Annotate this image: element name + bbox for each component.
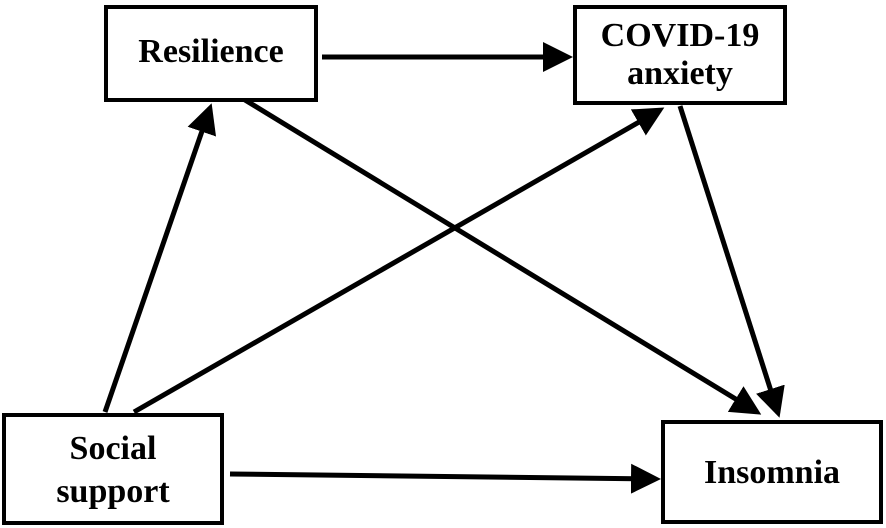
edge-resilience-to-insomnia <box>243 97 762 415</box>
edge-social-support-to-covid-anxiety <box>132 107 665 415</box>
node-social-support-label-line1: Social <box>70 430 157 467</box>
edge-social-support-to-insomnia <box>229 463 661 494</box>
node-insomnia: Insomnia <box>661 420 883 524</box>
node-resilience-label: Resilience <box>138 33 283 70</box>
node-insomnia-label: Insomnia <box>704 454 840 491</box>
node-social-support: Social support <box>2 413 224 525</box>
node-social-support-label-line2: support <box>56 473 170 510</box>
node-covid-anxiety-label-line1: COVID-19 <box>601 17 760 54</box>
node-covid-anxiety-label-line2: anxiety <box>627 55 733 92</box>
node-resilience: Resilience <box>104 5 318 102</box>
edge-social-support-to-resilience <box>102 103 217 413</box>
node-covid-anxiety: COVID-19 anxiety <box>573 5 787 105</box>
edge-covid-anxiety-to-insomnia <box>677 105 785 418</box>
